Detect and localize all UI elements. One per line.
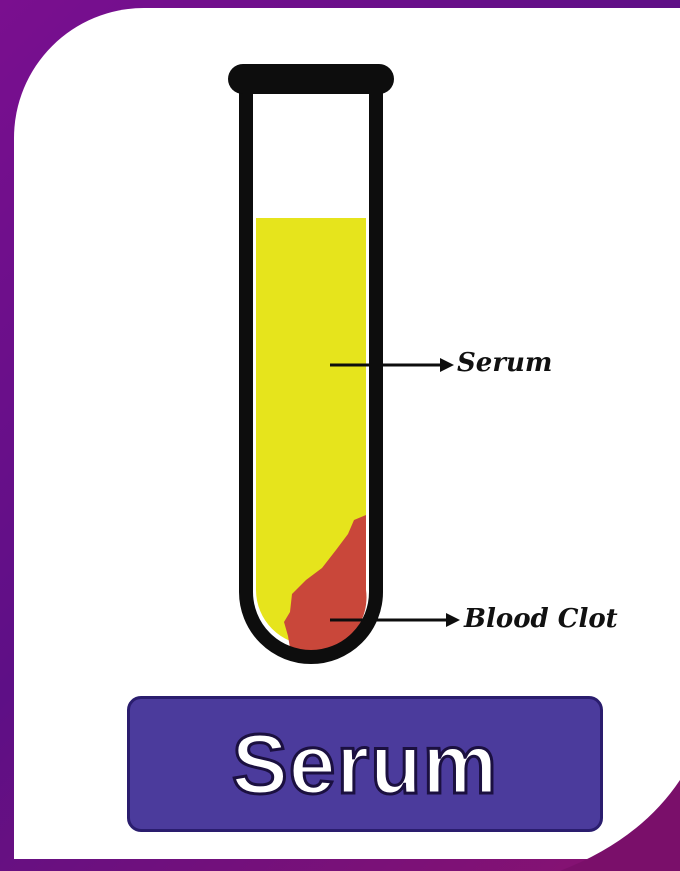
test-tube-rim xyxy=(228,64,394,94)
blood-clot-label: Blood Clot xyxy=(464,604,618,634)
title-banner: Serum xyxy=(127,696,603,832)
title-text: Serum xyxy=(232,722,498,806)
serum-label: Serum xyxy=(457,348,552,378)
